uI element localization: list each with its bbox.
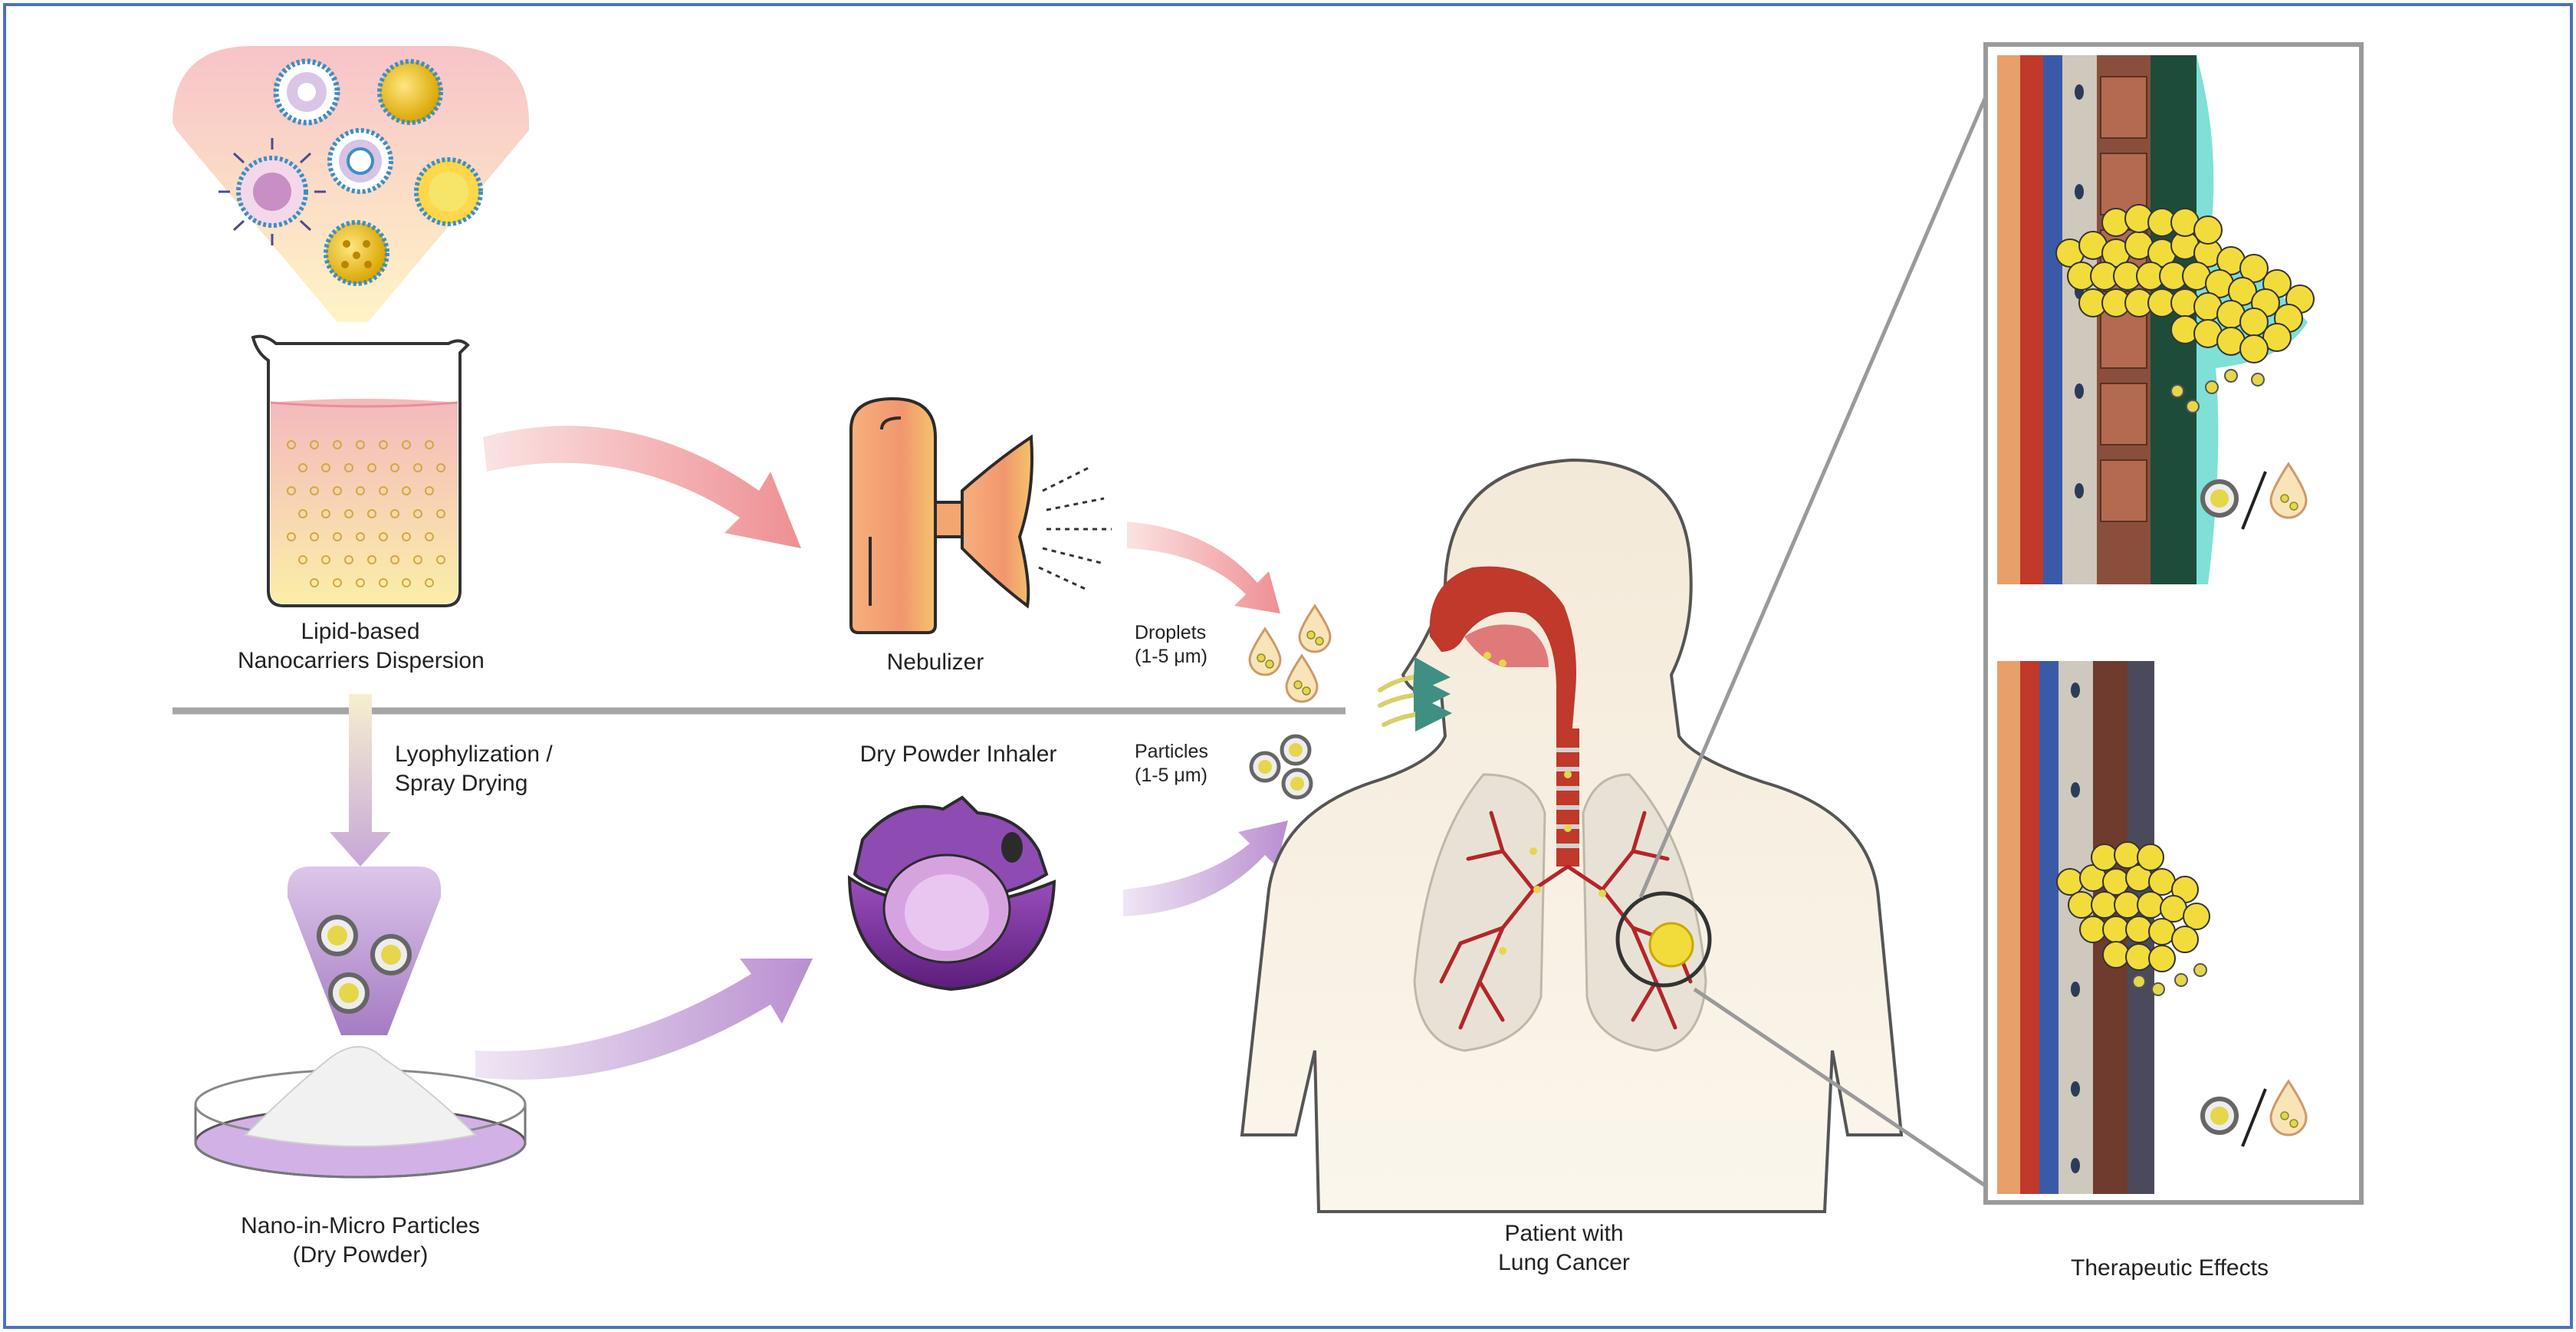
airway [1429, 566, 1579, 867]
particle-icon [317, 915, 358, 956]
powder-funnel [288, 867, 441, 1035]
particle-icon [2200, 479, 2239, 518]
tumor-icon [1648, 922, 1694, 968]
beaker-icon [251, 334, 470, 607]
particle-icon [328, 972, 370, 1014]
arrow-to-nebulizer [483, 426, 801, 548]
arrow-to-droplets [1127, 521, 1280, 613]
droplet-icon [1248, 627, 1282, 676]
tumor-cluster [2056, 841, 2210, 972]
particle-icon [1249, 751, 1281, 783]
label-lyophilization: Lyophylization / Spray Drying [395, 742, 553, 796]
label-nebulizer: Nebulizer [886, 650, 984, 675]
particle-icon [1280, 734, 1312, 766]
arrow-to-powder [330, 694, 391, 867]
tissue-panel-top [1997, 55, 2315, 584]
nanocarrier-funnel [172, 46, 529, 322]
label-therapeutic-effects: Therapeutic Effects [2071, 1255, 2269, 1281]
nanoemulsion-icon [324, 220, 389, 286]
pegylated-liposome-icon [219, 138, 326, 245]
nebulizer-icon [849, 396, 1033, 634]
particle-icon [1281, 768, 1313, 800]
arrow-to-particles [1123, 821, 1288, 916]
lungs [1413, 773, 1712, 1052]
droplet-icon [2269, 462, 2308, 519]
label-droplets: Droplets (1-5 μm) [1135, 622, 1208, 668]
particle-icons [1249, 734, 1313, 800]
label-patient: Patient with Lung Cancer [1498, 1221, 1630, 1275]
particle-icon [2200, 1097, 2239, 1135]
droplet-icon [1298, 604, 1332, 653]
zoom-lines [1638, 61, 2003, 1199]
zoom-circle [1615, 891, 1712, 988]
solid-lipid-nanoparticle-icon [377, 59, 443, 125]
tissue-panel-bottom [1997, 661, 2308, 1194]
label-particles: Particles (1-5 μm) [1135, 741, 1208, 787]
droplet-icon [2269, 1079, 2308, 1136]
droplet-icons [1248, 604, 1332, 703]
label-dry-powder-inhaler: Dry Powder Inhaler [859, 742, 1057, 767]
petri-dish-icon [194, 1046, 527, 1179]
droplet-icon [1285, 653, 1319, 703]
label-dispersion: Lipid-based Nanocarriers Dispersion [238, 619, 485, 673]
liposome-icon [273, 58, 340, 126]
tumor-cluster [2055, 204, 2315, 363]
multilamellar-liposome-icon [327, 128, 393, 194]
spray-lines [1038, 466, 1112, 592]
particle-icon [370, 934, 412, 975]
arrow-to-inhaler [475, 959, 813, 1080]
inhalation-arrows [1378, 656, 1452, 732]
nanostructured-lipid-carrier-icon [414, 157, 483, 226]
label-powder: Nano-in-Micro Particles (Dry Powder) [241, 1213, 480, 1268]
dry-powder-inhaler-icon [847, 795, 1056, 992]
